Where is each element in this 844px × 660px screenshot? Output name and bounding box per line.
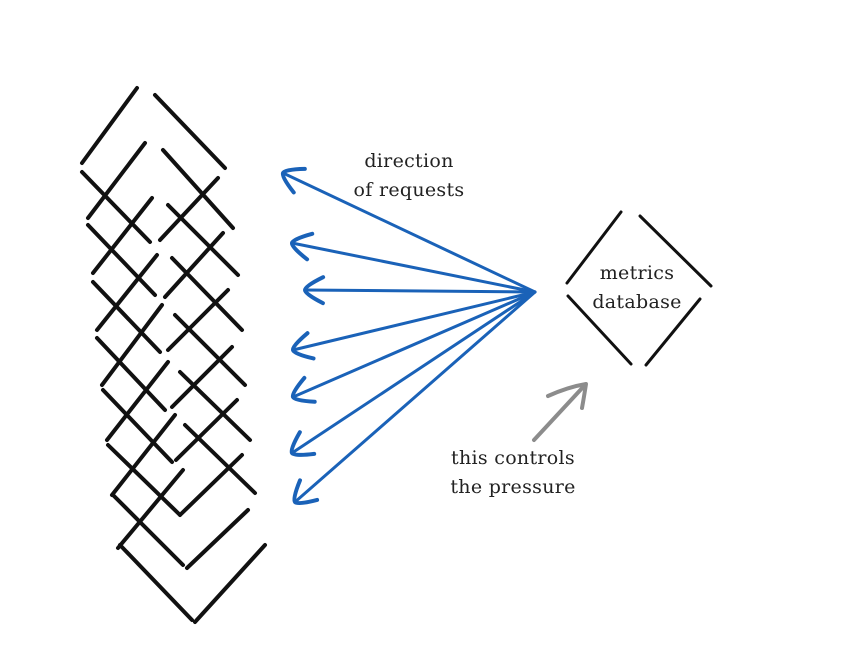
lattice-stroke	[174, 398, 239, 462]
direction-label-line1: direction	[364, 150, 454, 172]
diamond-edge	[566, 294, 633, 366]
diamond-edge	[565, 210, 623, 285]
lattice-stroke	[86, 223, 157, 297]
lattice-stroke	[86, 141, 147, 220]
pressure-arrow	[532, 382, 588, 442]
request-arrow-shaft	[291, 290, 537, 352]
lattice-stroke	[183, 423, 257, 495]
lattice-stroke	[100, 303, 164, 387]
lattice-stroke	[185, 508, 250, 570]
arrow-head-icon	[290, 375, 317, 404]
lattice-stroke	[158, 176, 220, 242]
lattice-stroke	[193, 543, 267, 624]
lattice-stroke	[101, 388, 174, 464]
lattice-stroke	[178, 453, 244, 517]
lattice-stroke	[153, 93, 227, 170]
request-arrow	[280, 166, 537, 294]
lattice-stroke	[95, 336, 167, 412]
pressure-arrow-shaft	[532, 383, 587, 442]
pressure-label-line2: the pressure	[450, 476, 576, 498]
lattice-stroke	[170, 256, 244, 332]
lattice-stroke	[105, 360, 170, 442]
request-arrow	[292, 290, 537, 506]
diamond-edge	[644, 297, 702, 367]
direction-of-requests-label: direction of requests	[336, 147, 482, 205]
request-arrow-shaft	[293, 290, 537, 504]
request-arrow-shaft	[303, 288, 537, 294]
request-arrow	[290, 290, 537, 404]
database-label-line2: database	[592, 291, 682, 313]
lattice-stroke	[91, 280, 162, 354]
lattice-stroke	[163, 231, 225, 299]
lattice-stroke	[170, 345, 234, 409]
request-arrow	[290, 231, 537, 294]
lattice-stroke	[161, 148, 235, 230]
lattice-stroke	[106, 443, 182, 517]
metrics-database-diamond	[565, 210, 713, 367]
database-label-line1: metrics	[599, 262, 675, 284]
metrics-database-label: metrics database	[572, 259, 702, 317]
arrow-head-icon	[292, 478, 320, 506]
request-arrow-shaft	[281, 171, 537, 294]
services-lattice	[80, 86, 267, 624]
request-arrows	[280, 166, 537, 506]
lattice-stroke	[95, 253, 159, 332]
lattice-stroke	[178, 370, 252, 442]
pressure-label: this controls the pressure	[428, 444, 598, 502]
diamond-edge	[638, 214, 713, 288]
lattice-stroke	[80, 86, 139, 165]
pressure-label-line1: this controls	[451, 447, 575, 469]
request-arrow-shaft	[291, 290, 537, 399]
pressure-arrow-head-icon	[546, 382, 588, 410]
arrow-head-icon	[302, 275, 326, 306]
lattice-stroke	[173, 313, 247, 387]
request-arrow	[289, 290, 537, 457]
request-arrow	[302, 275, 537, 306]
lattice-stroke	[116, 468, 185, 550]
lattice-stroke	[91, 196, 154, 275]
request-arrow-shaft	[290, 241, 537, 294]
request-arrow-shaft	[290, 290, 537, 455]
lattice-stroke	[111, 493, 185, 567]
lattice-stroke	[166, 288, 230, 352]
arrow-head-icon	[289, 430, 317, 457]
lattice-stroke	[118, 543, 194, 622]
request-arrow	[290, 290, 537, 361]
arrow-head-icon	[290, 331, 316, 361]
direction-label-line2: of requests	[353, 179, 465, 201]
lattice-stroke	[80, 170, 152, 244]
arrow-head-icon	[280, 166, 307, 195]
lattice-stroke	[110, 413, 177, 497]
arrow-head-icon	[290, 231, 315, 262]
